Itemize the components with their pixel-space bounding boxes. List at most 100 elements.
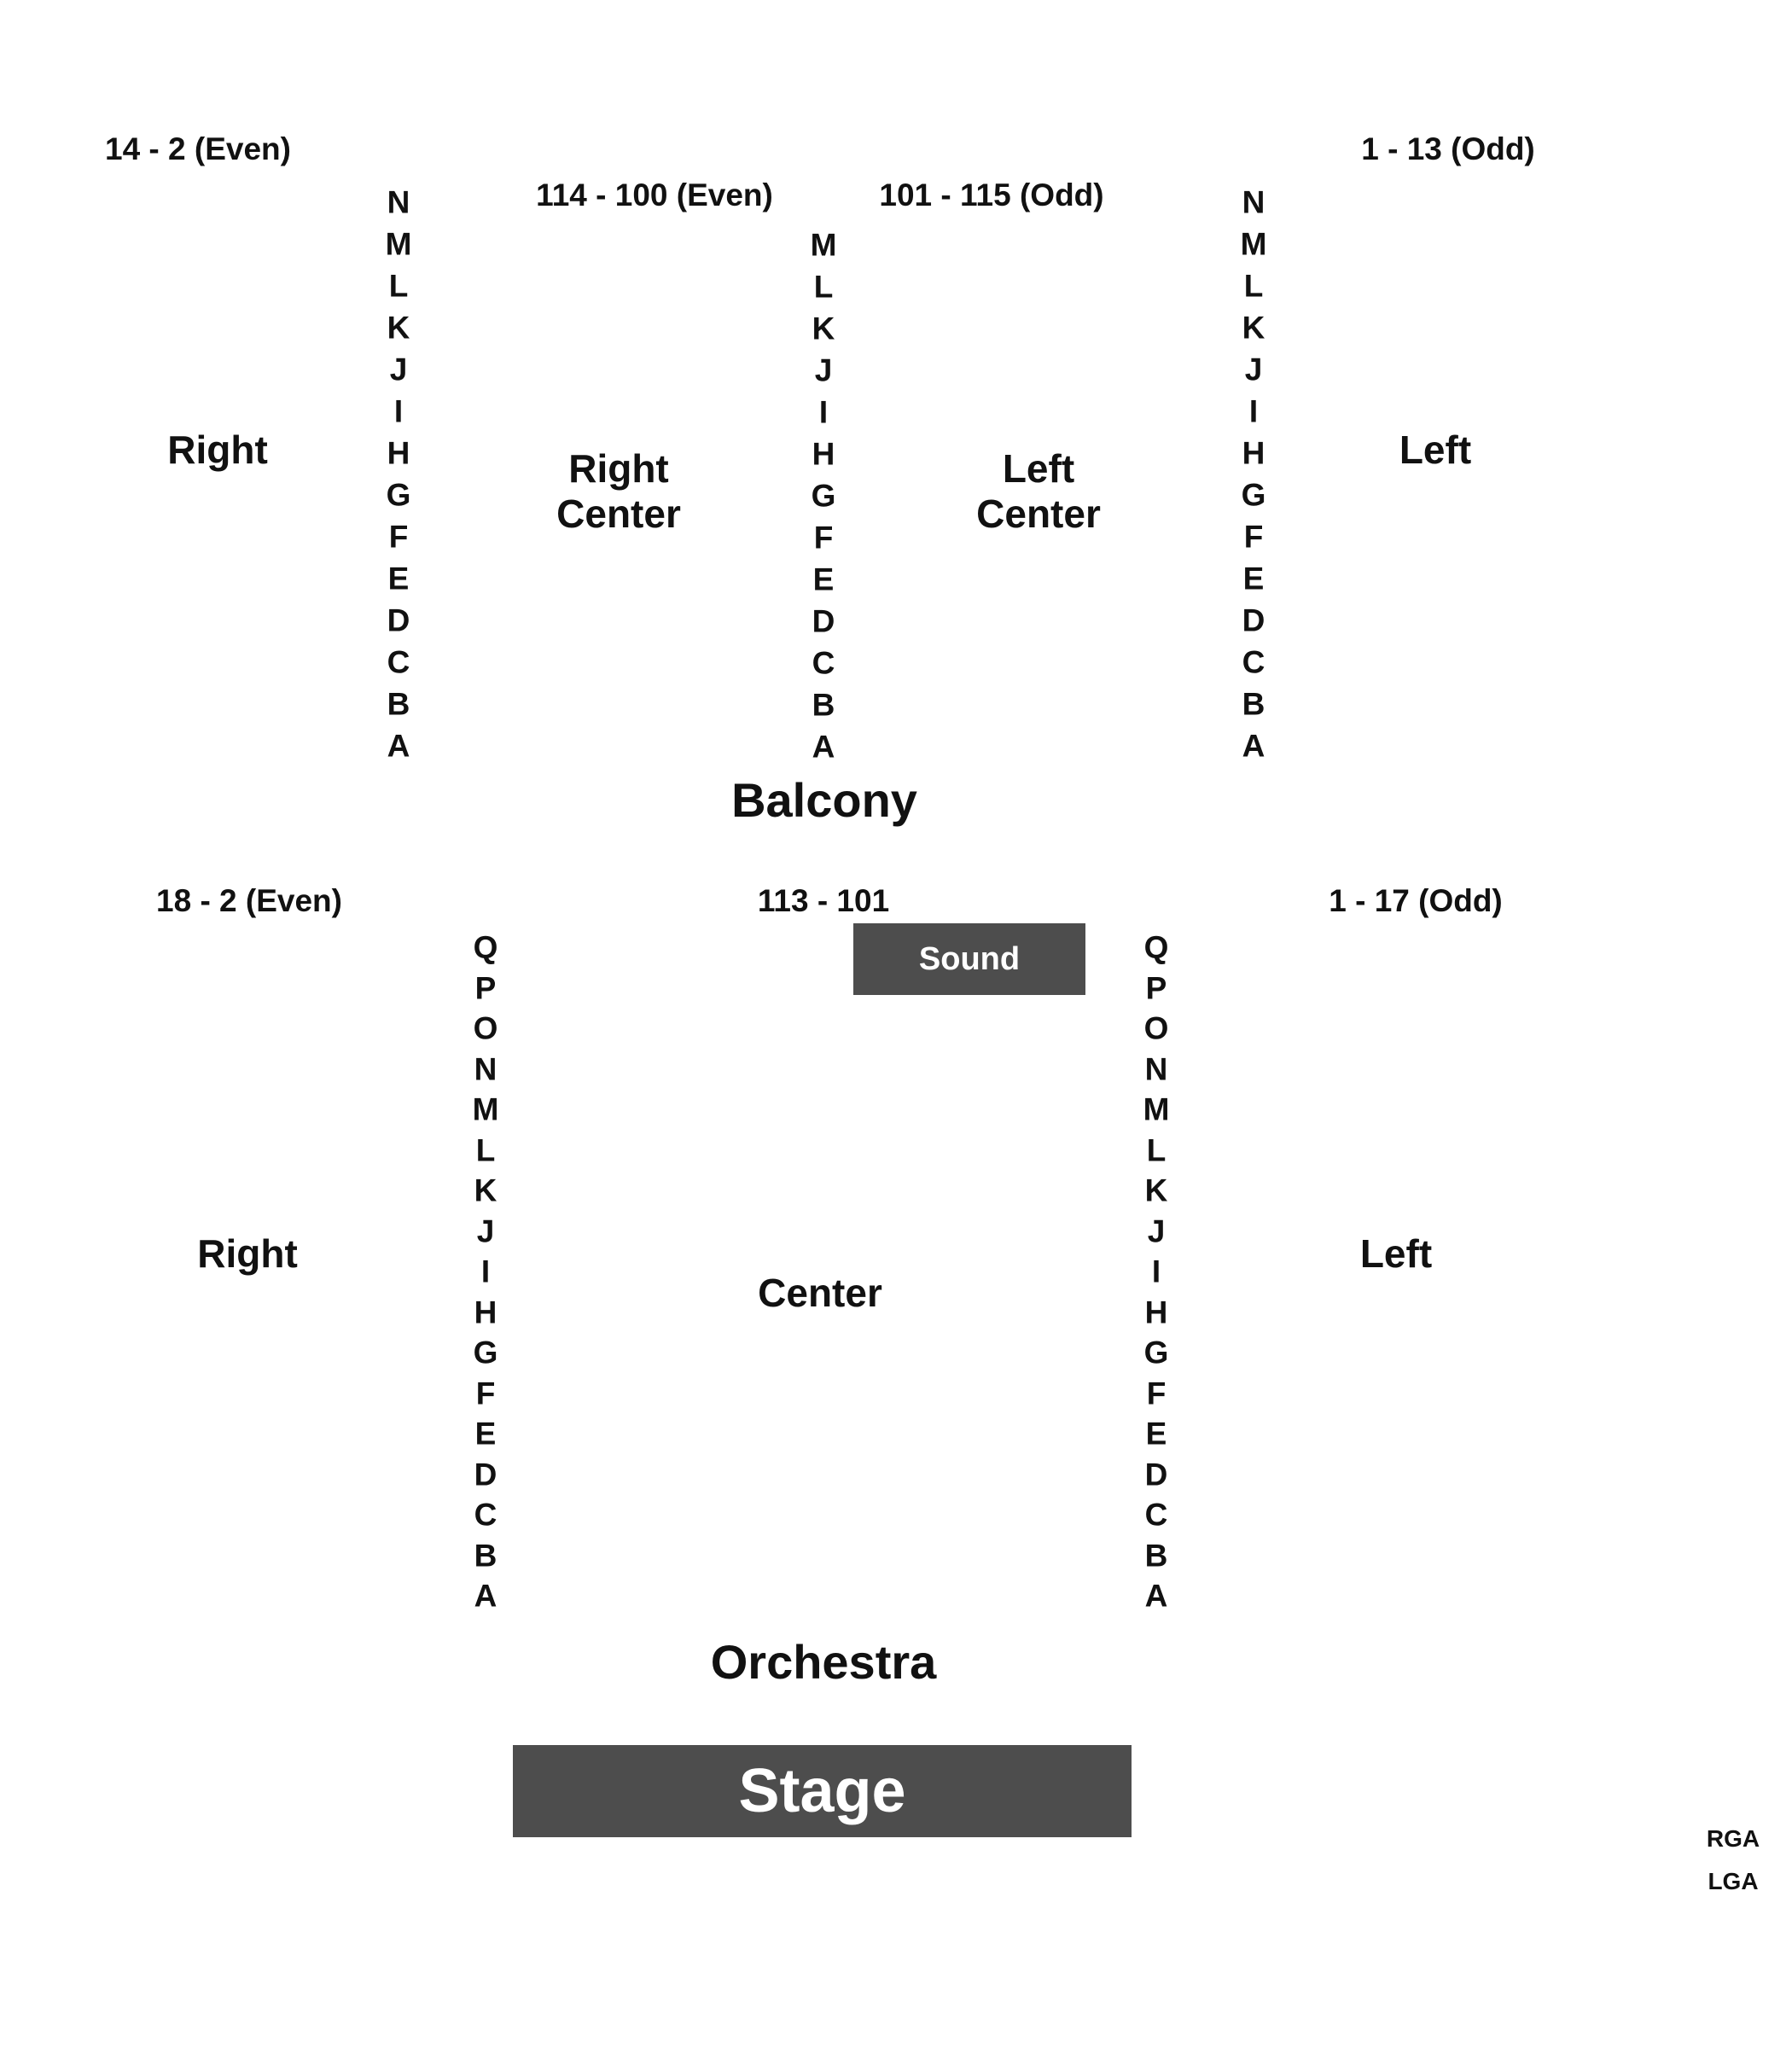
- row-letter: J: [1244, 352, 1263, 387]
- row-letter: G: [386, 477, 411, 513]
- row-letter: K: [1144, 1172, 1168, 1208]
- row-letter: I: [393, 393, 404, 429]
- row-letter: A: [474, 1578, 497, 1614]
- row-letter: C: [387, 644, 410, 680]
- row-letter: D: [1144, 1457, 1168, 1492]
- row-letter: E: [387, 561, 410, 596]
- row-letter: J: [389, 352, 408, 387]
- row-letter: D: [387, 602, 410, 638]
- row-letter: F: [1146, 1376, 1167, 1411]
- sound-booth-label: Sound: [918, 940, 1021, 977]
- lga-label: LGA: [1708, 1868, 1759, 1894]
- row-letter: G: [1143, 1335, 1169, 1370]
- row-letter: G: [811, 478, 836, 514]
- orchestra-label: Orchestra: [710, 1635, 937, 1689]
- row-letter: A: [1144, 1578, 1168, 1614]
- row-letter: I: [1151, 1254, 1161, 1289]
- row-letter: I: [818, 394, 829, 430]
- row-letter: H: [1144, 1295, 1168, 1329]
- row-letter: O: [473, 1010, 498, 1046]
- balcony-label: Balcony: [731, 773, 917, 827]
- row-letter: M: [472, 1091, 499, 1127]
- row-letter: O: [1143, 1010, 1169, 1046]
- row-letter: F: [475, 1376, 496, 1411]
- row-letter: D: [1242, 602, 1265, 638]
- row-letter: D: [474, 1457, 497, 1492]
- row-letter: N: [474, 1051, 497, 1086]
- rga-label: RGA: [1706, 1825, 1760, 1852]
- row-letter: M: [810, 227, 837, 263]
- row-letter: B: [387, 686, 410, 722]
- row-letter: G: [1241, 477, 1266, 513]
- row-letter: H: [387, 435, 410, 471]
- balcony-section-left: Left: [1399, 428, 1472, 472]
- row-letter: Q: [1143, 929, 1169, 965]
- row-letter: B: [1242, 686, 1265, 722]
- row-letter: E: [812, 561, 835, 597]
- sound-booth: Sound: [853, 923, 1085, 995]
- row-letter: N: [1242, 184, 1265, 220]
- row-letter: I: [480, 1254, 491, 1289]
- row-letter: B: [1144, 1538, 1168, 1573]
- row-letter: K: [387, 310, 410, 346]
- row-letter: L: [1146, 1132, 1167, 1167]
- row-letter: K: [812, 311, 835, 346]
- row-letter: P: [474, 970, 497, 1005]
- row-letter: N: [1144, 1051, 1168, 1086]
- row-letter: K: [474, 1172, 497, 1208]
- row-letter: F: [813, 520, 834, 556]
- row-letter: A: [1242, 728, 1265, 764]
- row-letter: B: [812, 687, 835, 723]
- row-letter: A: [812, 729, 835, 765]
- row-letter: M: [385, 226, 412, 262]
- row-letter: J: [814, 352, 833, 388]
- balcony-section-left-center-line2: Center: [976, 491, 1101, 536]
- balcony-section-right: Right: [167, 428, 268, 472]
- row-letter: M: [1143, 1091, 1170, 1127]
- stage: Stage: [513, 1745, 1132, 1837]
- row-letter: P: [1145, 970, 1167, 1005]
- row-letter: F: [1243, 519, 1264, 555]
- balcony-section-right-center: Right Center: [556, 446, 681, 537]
- row-letter: L: [1243, 268, 1264, 304]
- orchestra-section-right: Right: [197, 1231, 298, 1276]
- balcony-section-right-center-line1: Right: [568, 446, 669, 491]
- row-letter: C: [1242, 644, 1265, 680]
- row-letter: F: [388, 519, 409, 555]
- balcony-left-seat-range: 1 - 13 (Odd): [1361, 131, 1535, 166]
- row-letter: J: [476, 1213, 495, 1248]
- orchestra-section-center: Center: [758, 1271, 882, 1315]
- row-letter: J: [1147, 1213, 1166, 1248]
- stage-label: Stage: [738, 1757, 906, 1825]
- row-letter: H: [812, 436, 835, 472]
- orchestra-right-seat-range: 18 - 2 (Even): [156, 883, 342, 918]
- row-letter: L: [813, 269, 834, 305]
- row-letter: N: [387, 184, 410, 220]
- balcony-section-left-center: Left Center: [976, 446, 1101, 537]
- row-letter: B: [474, 1538, 497, 1573]
- row-letter: E: [474, 1416, 497, 1452]
- row-letter: K: [1242, 310, 1265, 346]
- balcony-right-seat-range: 14 - 2 (Even): [105, 131, 291, 166]
- orchestra-section-left: Left: [1359, 1231, 1433, 1276]
- row-letter: D: [812, 603, 835, 639]
- row-letter: L: [388, 268, 409, 304]
- orchestra-left-seat-range: 1 - 17 (Odd): [1329, 883, 1503, 918]
- row-letter: H: [1242, 435, 1265, 471]
- row-letter: I: [1248, 393, 1259, 429]
- row-letter: C: [474, 1497, 497, 1533]
- row-letter: Q: [473, 929, 498, 965]
- row-letter: G: [473, 1335, 498, 1370]
- balcony-section-right-center-line2: Center: [556, 491, 681, 536]
- row-letter: L: [475, 1132, 496, 1167]
- row-letter: C: [1144, 1497, 1168, 1533]
- row-letter: M: [1240, 226, 1267, 262]
- row-letter: E: [1145, 1416, 1167, 1452]
- balcony-section-left-center-line1: Left: [1002, 446, 1075, 491]
- row-letter: C: [812, 645, 835, 681]
